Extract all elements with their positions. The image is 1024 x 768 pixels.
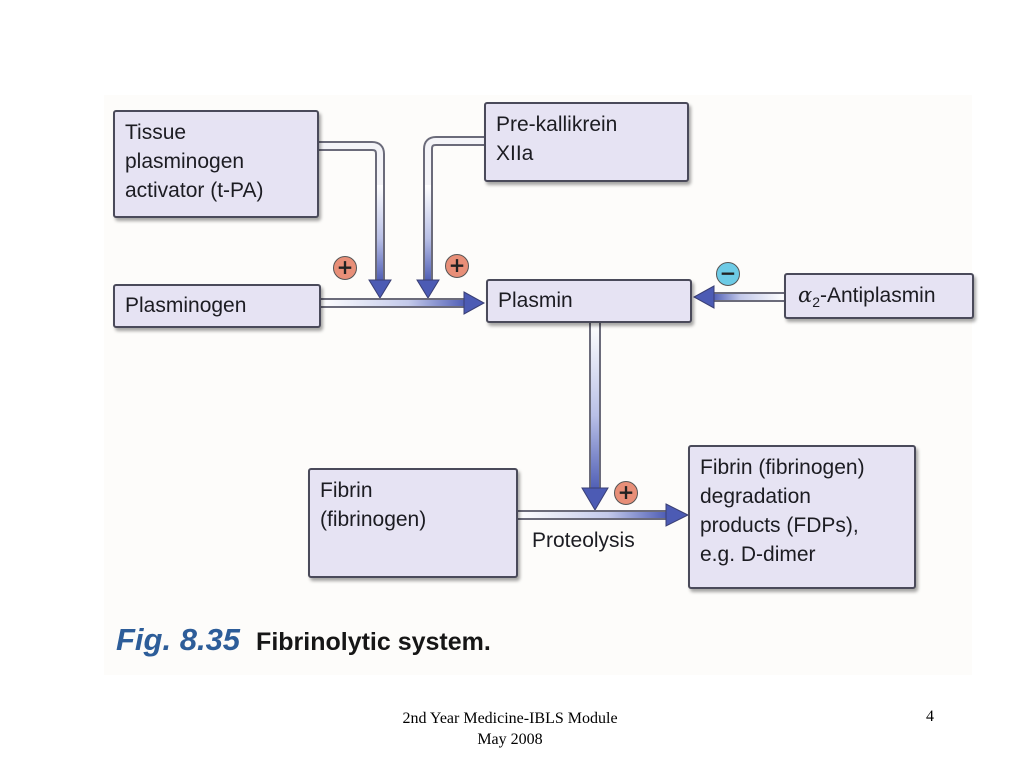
alpha-symbol: α (798, 283, 813, 307)
figure-number: Fig. 8.35 (116, 622, 241, 657)
antiplasmin-subscript: 2 (812, 294, 820, 311)
plasminogen-box: Plasminogen (113, 284, 321, 328)
figure-title: Fibrinolytic system. (256, 628, 491, 656)
footer-module: 2nd Year Medicine-IBLS Module May 2008 (340, 708, 680, 750)
tpa-arrow (318, 141, 392, 299)
prekallikrein-plus-sign: + (445, 254, 469, 278)
antiplasmin-label: -Antiplasmin (819, 284, 936, 307)
footer-line-2: May 2008 (477, 731, 543, 748)
fibrin-box: Fibrin (fibrinogen) (308, 468, 518, 578)
plasmin-to-proteolysis-arrow (581, 322, 609, 511)
proteolysis-plus-sign: + (614, 481, 638, 505)
prekallikrein-arrow (416, 136, 486, 299)
slide-number: 4 (926, 708, 934, 725)
footer-line-1: 2nd Year Medicine-IBLS Module (402, 710, 618, 727)
tpa-box: Tissue plasminogen activator (t-PA) (113, 110, 319, 218)
antiplasmin-minus-sign: − (716, 262, 740, 286)
tpa-plus-sign: + (333, 256, 357, 280)
proteolysis-label: Proteolysis (532, 529, 635, 552)
plasmin-box: Plasmin (486, 279, 692, 323)
antiplasmin-box: α2-Antiplasmin (784, 273, 974, 319)
antiplasmin-to-plasmin-arrow (692, 285, 784, 309)
figure-caption: Fig. 8.35 Fibrinolytic system. (116, 622, 491, 658)
fibrin-to-fdps-arrow (518, 503, 690, 527)
prekallikrein-box: Pre-kallikrein XIIa (484, 102, 689, 182)
fdps-box: Fibrin (fibrinogen) degradation products… (688, 445, 916, 589)
plasminogen-to-plasmin-arrow (321, 291, 486, 315)
